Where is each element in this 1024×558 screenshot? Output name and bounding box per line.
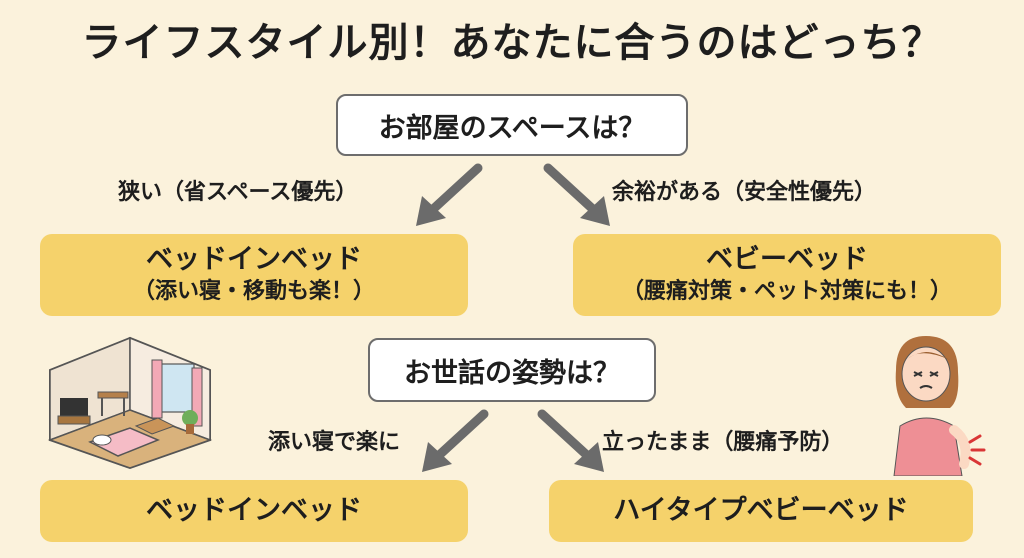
room-interior-illustration xyxy=(47,336,213,470)
question-posture-box: お世話の姿勢は？ xyxy=(368,338,656,402)
result-bed-in-bed-title: ベッドインベッド xyxy=(146,244,362,275)
branch-spacious-label: 余裕がある（安全性優先） xyxy=(612,180,877,205)
woman-back-pain-illustration xyxy=(893,336,986,476)
result-baby-bed-title: ベビーベッド xyxy=(706,244,868,275)
result-bed-in-bed-title-2: ベッドインベッド xyxy=(146,495,362,526)
result-high-type-baby-bed-title: ハイタイプベビーベッド xyxy=(613,495,909,526)
arrow-down-left-icon xyxy=(422,409,489,472)
arrow-down-right-icon xyxy=(543,163,610,226)
question-space-text: お部屋のスペースは？ xyxy=(378,112,646,144)
result-baby-bed-note: （腰痛対策・ペット対策にも！） xyxy=(621,279,952,304)
branch-standing-label: 立ったまま（腰痛予防） xyxy=(602,430,844,455)
branch-cosleep-label: 添い寝で楽に xyxy=(268,430,401,455)
result-bed-in-bed-box-2: ベッドインベッド xyxy=(40,480,468,542)
page-title: ライフスタイル別！あなたに合うのはどっち？ xyxy=(81,20,943,66)
arrow-down-left-icon xyxy=(416,163,483,226)
result-high-type-baby-bed-box: ハイタイプベビーベッド xyxy=(549,480,973,542)
result-bed-in-bed-box: ベッドインベッド （添い寝・移動も楽！） xyxy=(40,234,468,316)
result-bed-in-bed-note: （添い寝・移動も楽！） xyxy=(132,279,375,304)
arrow-down-right-icon xyxy=(537,409,604,472)
branch-narrow-label: 狭い（省スペース優先） xyxy=(118,180,358,205)
result-baby-bed-box: ベビーベッド （腰痛対策・ペット対策にも！） xyxy=(573,234,1001,316)
question-space-box: お部屋のスペースは？ xyxy=(336,94,688,156)
question-posture-text: お世話の姿勢は？ xyxy=(404,357,620,389)
